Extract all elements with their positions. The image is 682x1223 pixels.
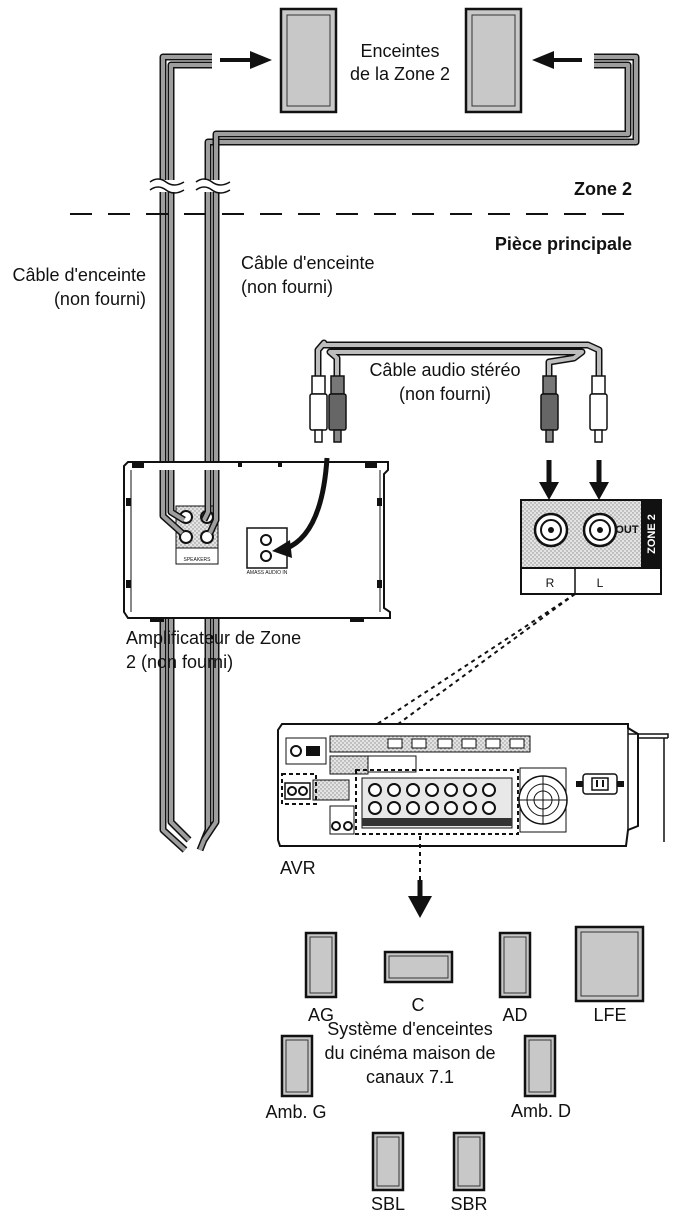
speaker-cable-right: [196, 53, 640, 852]
speaker-fr: [498, 931, 532, 999]
zone2-speakers-label-line1: Enceintes: [360, 41, 440, 61]
avr-speaker-terminals-highlight: [355, 769, 519, 835]
zone2-side-label: ZONE 2: [646, 514, 658, 554]
arrow-to-l-jack: [589, 460, 609, 500]
amplifier-label-line1: Amplificateur de Zone: [126, 628, 302, 648]
arrow-to-r-jack: [539, 460, 559, 500]
speaker-sbl-label: SBL: [370, 1194, 406, 1214]
amp-speakers-panel-label: SPEAKERS: [184, 557, 212, 563]
speaker-sbl: [371, 1131, 405, 1192]
zone2-l-label: L: [597, 576, 604, 590]
amplifier-label-line2: 2 (non fourni): [126, 652, 234, 672]
zone2-speaker-left: [279, 7, 338, 114]
speaker-cable-right-label-line1: Câble d'enceinte: [241, 253, 375, 273]
zone2-heading: Zone 2: [573, 179, 632, 199]
speaker-fr-label: AD: [502, 1005, 528, 1025]
arrow-plug-to-amp-input: [272, 457, 330, 558]
zone2-speakers-label-line2: de la Zone 2: [349, 64, 451, 84]
speaker-sr: [523, 1034, 557, 1098]
zone2-jack-panel: [520, 499, 662, 595]
speaker-lfe: [574, 925, 645, 1003]
rca-plug-white-avr: [589, 375, 608, 443]
cable-break-marks: [149, 178, 231, 194]
rca-plug-white-amp: [309, 375, 328, 443]
speaker-sr-label: Amb. D: [510, 1101, 571, 1121]
speaker-sbr: [452, 1131, 486, 1192]
stereo-cable-label-line1: Câble audio stéréo: [369, 360, 521, 380]
zone2-out-label: OUT: [615, 524, 639, 536]
arrow-to-right-speaker: [532, 51, 582, 69]
speaker-wires-into-amp: [159, 470, 220, 536]
avr-zone2-highlight: [281, 773, 317, 805]
stereo-cable: [314, 339, 603, 378]
rca-plug-red-amp: [328, 375, 347, 443]
speaker-center-label: C: [411, 995, 425, 1015]
speaker-cable-right-label-line2: (non fourni): [241, 277, 334, 297]
speaker-cable-left: [159, 53, 212, 853]
stereo-cable-label-line2: (non fourni): [398, 384, 492, 404]
speaker-sl-label: Amb. G: [265, 1102, 327, 1122]
avr-unit: [277, 723, 669, 847]
main-room-heading: Pièce principale: [494, 234, 632, 254]
speaker-fl-label: AG: [307, 1005, 334, 1025]
arrow-to-left-speaker: [220, 51, 272, 69]
speaker-sl: [280, 1034, 314, 1098]
avr-label: AVR: [280, 858, 316, 878]
speaker-lfe-label: LFE: [593, 1005, 627, 1025]
system-label-line3: canaux 7.1: [365, 1067, 455, 1087]
zone2-speaker-right: [464, 7, 523, 114]
rca-plug-red-avr: [540, 375, 559, 443]
amp-input-panel-label: AMASS AUDIO IN: [247, 570, 288, 576]
speaker-cable-left-label-line1: Câble d'enceinte: [12, 265, 146, 285]
speaker-sbr-label: SBR: [450, 1194, 488, 1214]
speaker-fl: [304, 931, 338, 999]
arrow-to-speaker-system: [408, 880, 432, 918]
zone2-r-label: R: [546, 576, 555, 590]
speaker-cable-left-label-line2: (non fourni): [53, 289, 146, 309]
system-label-line1: Système d'enceintes: [327, 1019, 493, 1039]
speaker-center: [383, 950, 454, 984]
system-label-line2: du cinéma maison de: [324, 1043, 496, 1063]
